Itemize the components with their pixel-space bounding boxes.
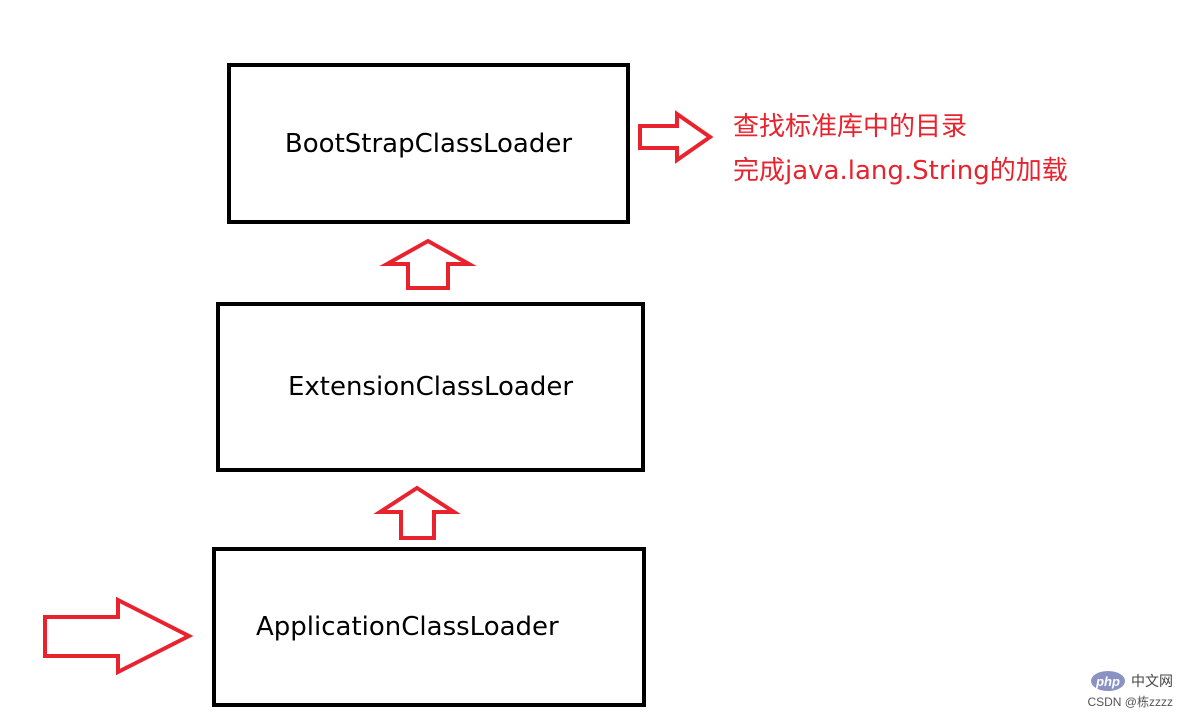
bootstrap-classloader-box: BootStrapClassLoader [227, 63, 630, 224]
up-arrow-extension-to-bootstrap [379, 238, 477, 290]
application-classloader-label: ApplicationClassLoader [256, 612, 559, 642]
right-arrow-request-entry [43, 596, 194, 676]
note-load-string: 完成java.lang.String的加载 [733, 156, 1068, 186]
right-arrow-to-note [638, 110, 714, 164]
watermark-site-name: 中文网 [1131, 673, 1173, 689]
extension-classloader-box: ExtensionClassLoader [216, 302, 645, 472]
php-logo-icon: php [1091, 671, 1125, 691]
watermark: php 中文网 CSDN @栋zzzz [1087, 671, 1173, 710]
up-arrow-application-to-extension [373, 485, 461, 540]
bootstrap-classloader-label: BootStrapClassLoader [284, 128, 573, 159]
note-lookup-directory: 查找标准库中的目录 [733, 112, 968, 142]
extension-classloader-label: ExtensionClassLoader [287, 372, 574, 402]
watermark-author: CSDN @栋zzzz [1087, 695, 1173, 709]
application-classloader-box: ApplicationClassLoader [212, 547, 646, 707]
watermark-brand: php 中文网 [1091, 671, 1173, 691]
